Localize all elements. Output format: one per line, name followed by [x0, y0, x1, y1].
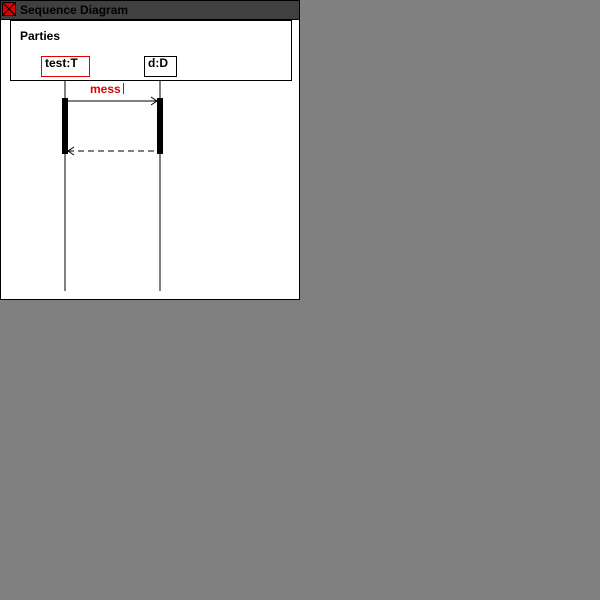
window-title: Sequence Diagram	[20, 3, 129, 17]
parties-panel: Parties test:T d:D	[10, 20, 292, 81]
message-label-editor[interactable]: mess	[90, 82, 124, 96]
message-arrow-return[interactable]	[67, 146, 157, 156]
activation-bar-test[interactable]	[62, 98, 68, 154]
parties-heading: Parties	[20, 29, 61, 43]
sequence-diagram-window: Sequence Diagram Parties test:T d:D mess	[0, 0, 300, 300]
title-bar[interactable]: Sequence Diagram	[1, 1, 299, 20]
activation-bar-d[interactable]	[157, 98, 163, 154]
message-label: mess	[90, 82, 121, 96]
sequence-diagram-canvas	[62, 81, 163, 291]
party-label: d:D	[148, 56, 168, 70]
close-icon[interactable]	[2, 2, 16, 16]
party-d-d[interactable]: d:D	[144, 56, 177, 77]
party-label: test:T	[45, 56, 78, 70]
party-test-t[interactable]: test:T	[41, 56, 90, 77]
text-caret	[122, 83, 124, 94]
message-arrow-call[interactable]	[68, 96, 158, 106]
